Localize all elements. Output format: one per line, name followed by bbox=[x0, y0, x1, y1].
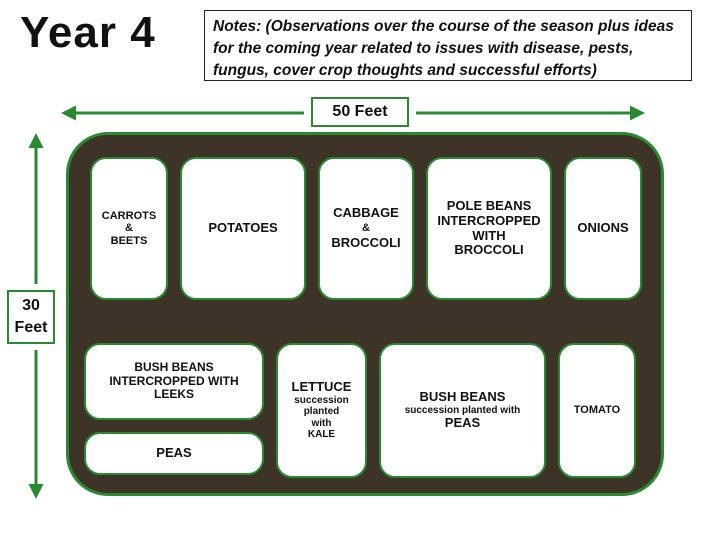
width-label: 50 Feet bbox=[311, 97, 409, 127]
bed-bush-beans-peas: BUSH BEANS succession planted with PEAS bbox=[379, 343, 546, 478]
page-title: Year 4 bbox=[20, 8, 156, 57]
height-label: 30 Feet bbox=[7, 290, 55, 344]
bed-lettuce-kale: LETTUCE succession planted with KALE bbox=[276, 343, 367, 478]
notes-box: Notes: (Observations over the course of … bbox=[204, 10, 692, 81]
bed-onions: ONIONS bbox=[564, 157, 642, 300]
bed-cabbage-broccoli: CABBAGE & BROCCOLI bbox=[318, 157, 414, 300]
bed-pole-beans: POLE BEANS INTERCROPPED WITH BROCCOLI bbox=[426, 157, 552, 300]
bed-bush-beans-leeks: BUSH BEANS INTERCROPPED WITH LEEKS bbox=[84, 343, 264, 420]
bed-tomato: TOMATO bbox=[558, 343, 636, 478]
bed-potatoes: POTATOES bbox=[180, 157, 306, 300]
bed-peas: PEAS bbox=[84, 432, 264, 475]
bed-carrots-beets: CARROTS & BEETS bbox=[90, 157, 168, 300]
